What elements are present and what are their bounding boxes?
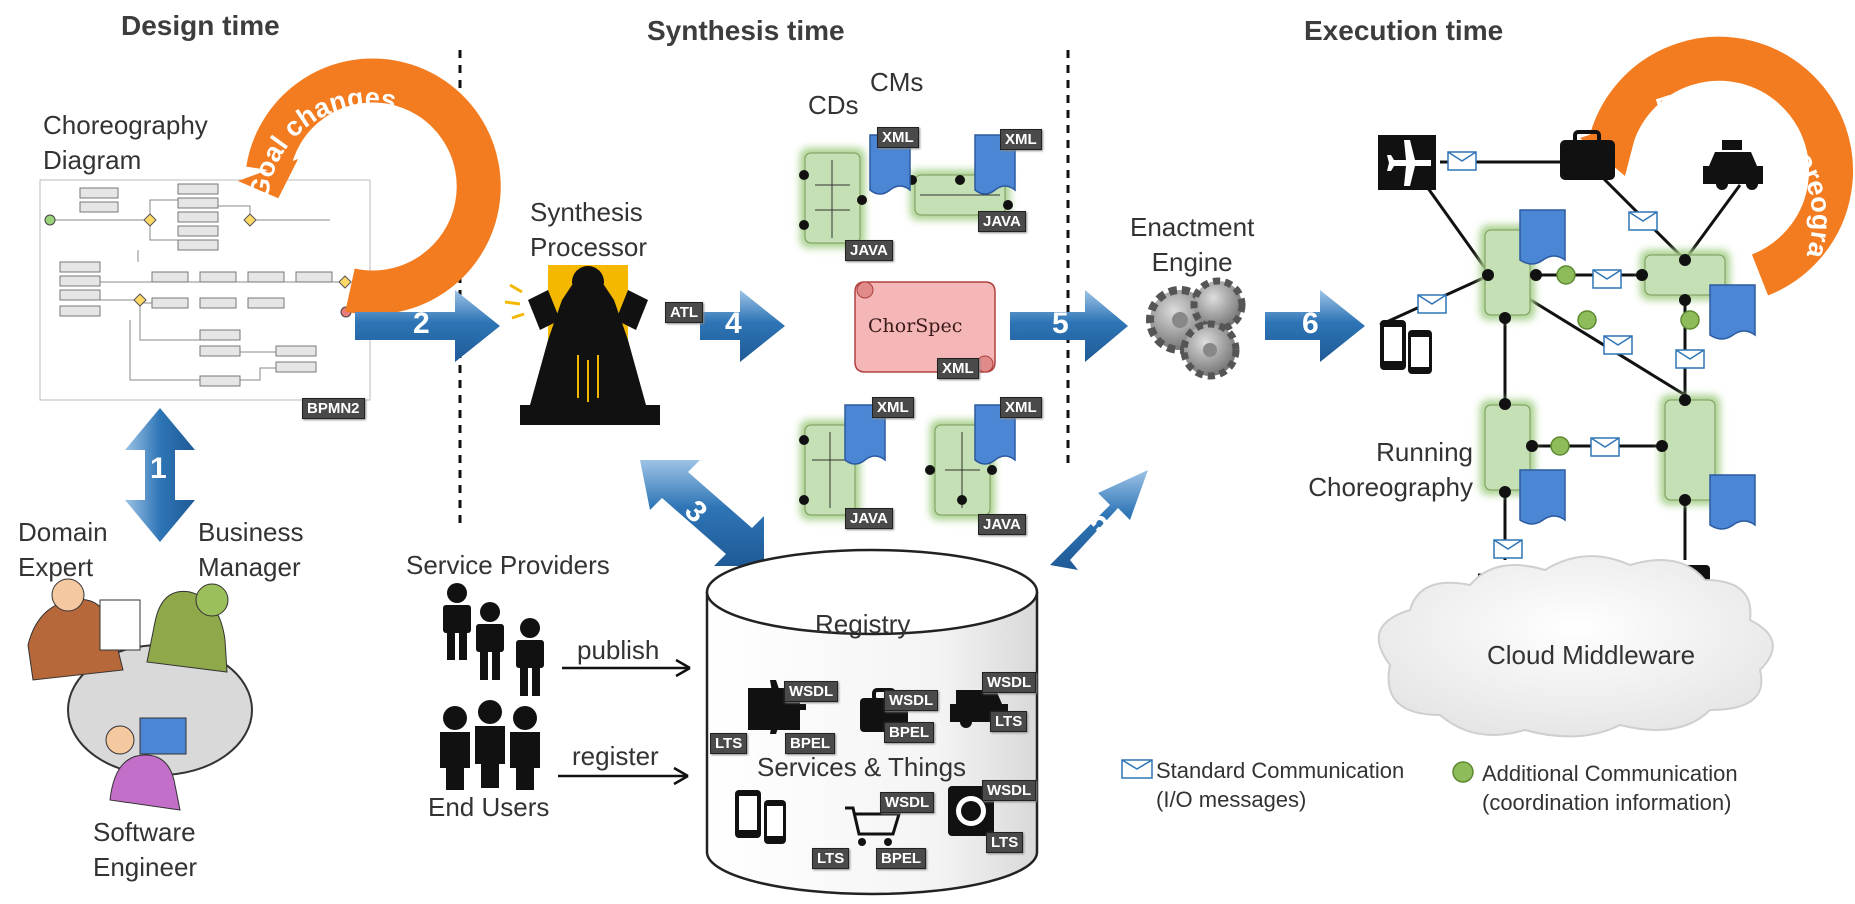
arrow-number-4: 4 — [725, 307, 742, 340]
label-domain-expert: Domain Expert — [18, 515, 108, 585]
tag-wsdl: WSDL — [982, 672, 1037, 693]
label-choreography-line2: Diagram — [43, 145, 142, 175]
tag-atl: ATL — [665, 302, 704, 323]
arrow-number-2: 2 — [413, 307, 430, 340]
label-business-line2: Manager — [198, 552, 301, 582]
tag-bpel: BPEL — [876, 848, 927, 869]
tag-xml: XML — [872, 397, 914, 418]
arrow-6 — [1265, 290, 1365, 362]
running-choreography-network — [1378, 130, 1763, 617]
tag-xml: XML — [877, 127, 919, 148]
label-synthesis-line2: Processor — [530, 232, 648, 262]
register-arrow — [558, 766, 689, 786]
tag-bpel: BPEL — [884, 722, 935, 743]
tag-java: JAVA — [978, 211, 1026, 232]
arrow-1 — [125, 408, 195, 542]
tag-wsdl: WSDL — [880, 792, 935, 813]
label-cms: CMs — [870, 67, 924, 97]
label-software-line2: Engineer — [93, 852, 198, 882]
legend-additional-line2: (coordination information) — [1482, 790, 1732, 815]
arrow-number-1: 1 — [150, 452, 167, 485]
label-enactment-line2: Engine — [1151, 247, 1233, 277]
label-software-line1: Software — [93, 817, 196, 847]
tag-bpel: BPEL — [785, 733, 836, 754]
tag-lts: LTS — [990, 711, 1028, 732]
goal-changes-curved-arrow — [237, 58, 501, 315]
label-domain-line1: Domain — [18, 517, 108, 547]
tag-wsdl: WSDL — [784, 681, 839, 702]
legend-standard-communication: Standard Communication (I/O messages) — [1156, 756, 1404, 814]
legend-standard-line2: (I/O messages) — [1156, 787, 1307, 812]
label-choreography-diagram: Choreography Diagram — [43, 108, 208, 178]
enactment-engine-gears-icon — [1146, 277, 1246, 380]
tag-java: JAVA — [845, 240, 893, 261]
label-cloud-middleware: Cloud Middleware — [1487, 640, 1696, 670]
tag-java: JAVA — [845, 508, 893, 529]
label-publish: publish — [577, 635, 660, 665]
arrow-number-5-top: 5 — [1052, 307, 1069, 340]
design-team-illustration — [27, 578, 253, 811]
legend-additional-communication: Additional Communication (coordination i… — [1482, 759, 1738, 817]
label-cds: CDs — [808, 90, 859, 120]
arrow-3 — [640, 460, 764, 566]
legend-standard-line1: Standard Communication — [1156, 758, 1405, 783]
publish-arrow — [562, 658, 691, 678]
label-running-line1: Running — [1376, 437, 1473, 467]
cloud-middleware-shape — [1377, 555, 1774, 738]
label-running-choreography: Running Choreography — [1290, 435, 1473, 505]
label-choreography-line1: Choreography — [43, 110, 208, 140]
synthesis-processor-icon — [504, 265, 660, 425]
label-running-line2: Choreography — [1308, 472, 1473, 502]
label-chorspec: ChorSpec — [868, 315, 963, 337]
label-domain-line2: Expert — [18, 552, 94, 582]
label-service-providers: Service Providers — [406, 550, 610, 580]
arrow-4 — [700, 290, 785, 362]
tag-wsdl: WSDL — [982, 780, 1037, 801]
bpmn-diagram-thumbnail — [39, 179, 371, 401]
arrow-number-6: 6 — [1302, 307, 1319, 340]
tag-java: JAVA — [978, 514, 1026, 535]
tag-lts: LTS — [710, 733, 748, 754]
arrow-5-bottom — [1050, 470, 1148, 570]
tag-xml: XML — [1000, 397, 1042, 418]
header-synthesis-time: Synthesis time — [647, 15, 845, 46]
label-business-line1: Business — [198, 517, 304, 547]
tag-wsdl: WSDL — [884, 690, 939, 711]
label-software-engineer: Software Engineer — [93, 815, 197, 885]
header-design-time: Design time — [121, 10, 280, 41]
label-end-users: End Users — [428, 792, 550, 822]
label-registry: Registry — [815, 609, 911, 639]
arrow-5-top — [1010, 290, 1128, 362]
tag-bpmn2: BPMN2 — [302, 398, 365, 419]
arrow-2 — [355, 290, 500, 362]
tag-xml: XML — [1000, 129, 1042, 150]
label-services-things: Services & Things — [757, 752, 967, 782]
service-providers-icon — [443, 583, 544, 696]
label-synthesis-processor: Synthesis Processor — [530, 195, 647, 265]
label-business-manager: Business Manager — [198, 515, 304, 585]
tag-lts: LTS — [986, 832, 1024, 853]
legend-icons — [1121, 759, 1474, 783]
legend-additional-line1: Additional Communication — [1482, 761, 1738, 786]
chorspec-document — [854, 281, 996, 373]
tag-lts: LTS — [812, 848, 850, 869]
tag-xml: XML — [937, 358, 979, 379]
end-users-icon — [440, 700, 540, 790]
label-enactment-engine: Enactment Engine — [1130, 210, 1254, 280]
label-enactment-line1: Enactment — [1130, 212, 1255, 242]
label-register: register — [572, 741, 659, 771]
header-execution-time: Execution time — [1304, 15, 1504, 46]
label-synthesis-line1: Synthesis — [530, 197, 643, 227]
